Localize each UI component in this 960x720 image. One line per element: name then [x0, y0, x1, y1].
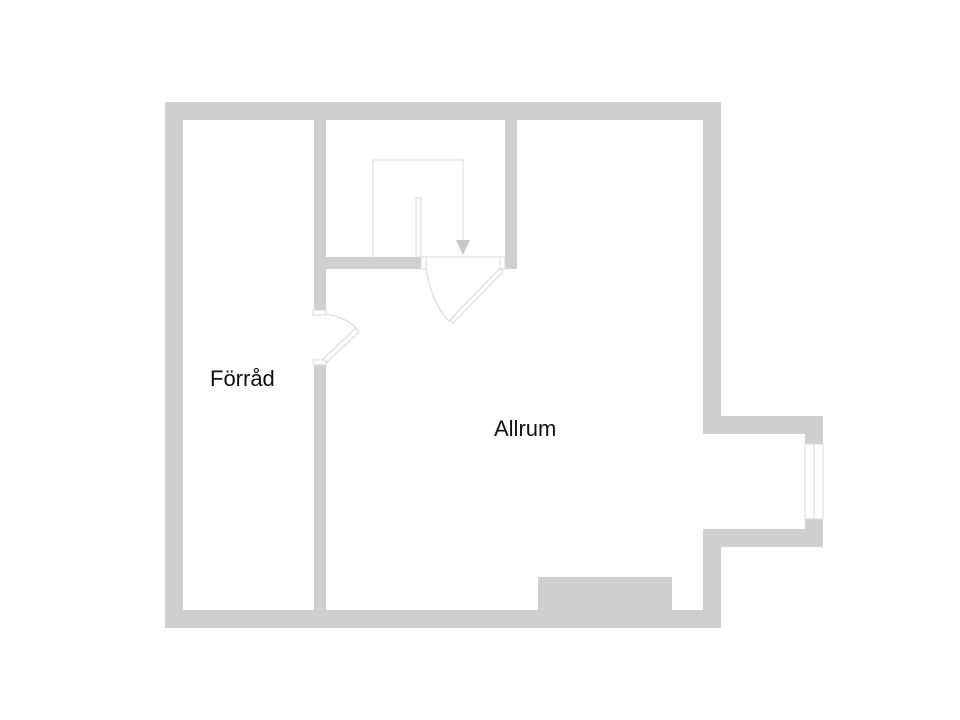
door-jamb-left [420, 256, 427, 270]
room-label-forrad: Förråd [210, 366, 275, 391]
stairs [372, 159, 505, 258]
stairs-down-arrow-icon [456, 240, 470, 255]
door2-swing-arc [325, 313, 359, 331]
door-leaf [449, 267, 504, 324]
bay-wall-top [703, 416, 823, 434]
walls [165, 102, 823, 628]
door-forrad [312, 309, 360, 366]
wall-right-upper [703, 102, 721, 434]
bay-wall-right-bottom [805, 519, 823, 547]
bay-wall-bottom [703, 529, 823, 547]
room-label-allrum: Allrum [494, 416, 557, 441]
door-jamb-right [499, 256, 506, 270]
fireplace-block [538, 577, 672, 612]
wall-bottom [165, 610, 721, 628]
stairs-outline [372, 159, 464, 257]
wall-stairwell-bottom [314, 257, 421, 269]
wall-left [165, 102, 183, 628]
stairs-center-rail [415, 197, 422, 258]
door2-leaf [322, 327, 360, 363]
door2-jamb-bottom [312, 359, 327, 366]
door2-jamb-top [312, 309, 327, 316]
wall-interior-left-lower [314, 365, 326, 628]
door-swing-arc [425, 267, 451, 323]
door-stairwell [420, 256, 506, 324]
wall-stairwell-right [505, 102, 517, 269]
wall-interior-left-upper [314, 102, 326, 310]
bay-wall-right-top [805, 416, 823, 444]
window-east [804, 443, 824, 520]
wall-top [165, 102, 721, 120]
wall-right-lower [703, 530, 721, 628]
